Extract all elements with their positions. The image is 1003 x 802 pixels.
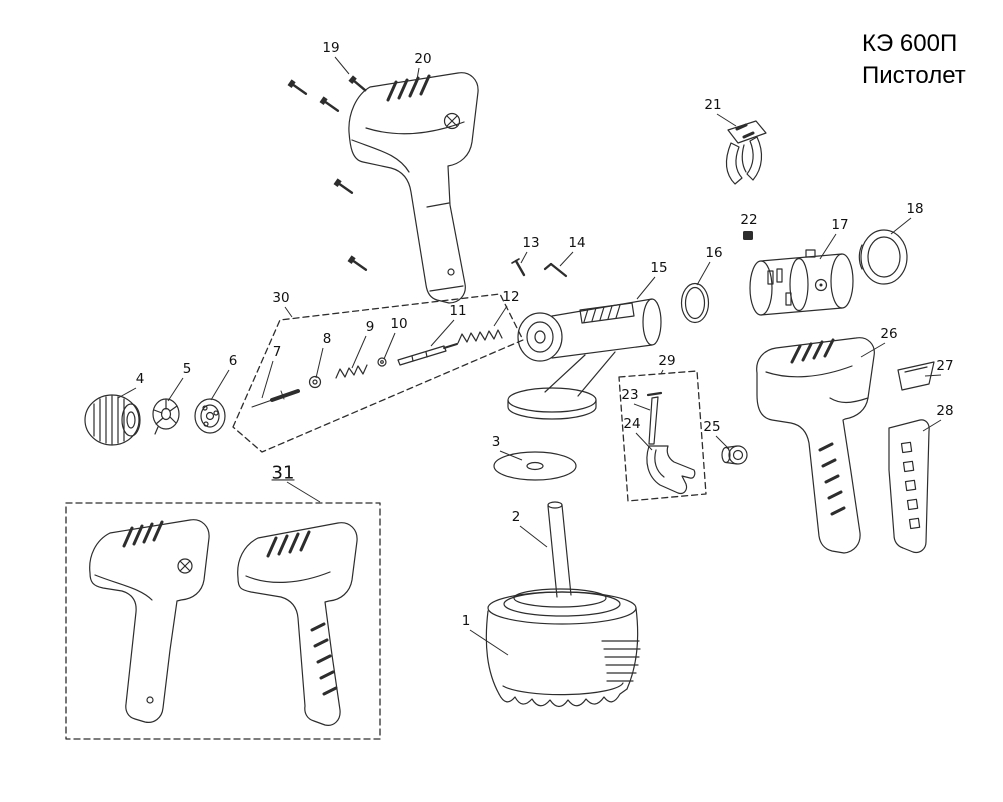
part-6-nozzle-holder-drawing (194, 398, 226, 434)
part-23-rod-drawing (646, 391, 663, 445)
part-8-nut-drawing (308, 375, 322, 389)
part-24-trigger-drawing (646, 445, 696, 495)
part-27-flat-piece-drawing (897, 361, 935, 391)
part-25-knob-drawing (721, 445, 748, 465)
product-title: КЭ 600П Пистолет (862, 28, 966, 93)
part-3-gasket-disc-drawing (493, 451, 577, 481)
part-19-screws-drawing (287, 75, 368, 271)
part-9-spring-drawing (335, 364, 368, 379)
part-26-housing-drawing (756, 337, 875, 554)
part-28-rack-drawing (888, 419, 930, 554)
group-29-outline (618, 370, 707, 502)
part-14-pin-drawing (543, 262, 568, 278)
part-11-valve-stem-drawing (397, 343, 458, 366)
part-1-container-drawing (485, 588, 641, 708)
part-20-main-housing-drawing (348, 72, 479, 304)
part-15-pump-body-drawing (507, 298, 662, 420)
part-5-spreader-drawing (152, 398, 180, 435)
group-31-left-housing-drawing (89, 519, 210, 723)
title-product: Пистолет (862, 62, 966, 90)
part-22-plug-drawing (743, 231, 753, 240)
part-12-spring-drawing (457, 329, 503, 344)
part-7-needle-drawing (251, 389, 300, 408)
group-31-outline (65, 502, 381, 740)
part-4-nozzle-cap-drawing (84, 394, 141, 446)
part-13-pin-drawing (511, 258, 526, 277)
part-17-motor-housing-drawing (749, 249, 854, 316)
group-31-right-housing-drawing (237, 522, 358, 726)
callout-leader-lines (117, 56, 942, 656)
part-16-o-ring-drawing (680, 282, 710, 324)
group-30-outline (232, 293, 524, 453)
part-18-ring-drawing (858, 229, 908, 285)
title-model: КЭ 600П (862, 30, 958, 57)
part-21-clip-drawing (725, 120, 767, 185)
part-2-suction-tube-drawing (547, 501, 572, 598)
part-10-bead-drawing (377, 357, 387, 367)
